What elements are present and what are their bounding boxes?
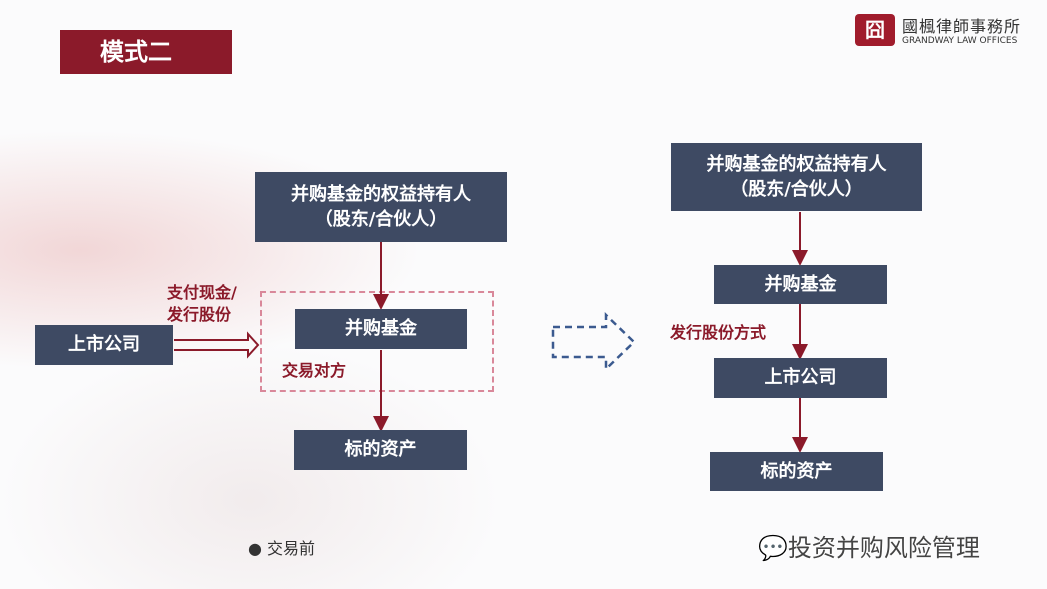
holder-line1: 并购基金的权益持有人 bbox=[291, 183, 471, 205]
slide-title: 模式二 bbox=[60, 30, 232, 74]
counterparty-label: 交易对方 bbox=[282, 361, 347, 380]
method-label: 发行股份方式 bbox=[670, 323, 767, 342]
firm-logo-icon: 囧 bbox=[855, 14, 895, 46]
firm-name-en: GRANDWAY LAW OFFICES bbox=[902, 36, 1018, 46]
before-holder-box: 并购基金的权益持有人 （股东/合伙人） bbox=[255, 172, 507, 242]
after-holder-box: 并购基金的权益持有人 （股东/合伙人） bbox=[671, 143, 922, 211]
after-asset-box: 标的资产 bbox=[710, 452, 883, 491]
holder-line2: （股东/合伙人） bbox=[314, 209, 448, 230]
watermark: 💬投资并购风险管理 bbox=[758, 528, 980, 563]
double-arrow-listed-fund bbox=[174, 331, 260, 359]
pay-label: 支付现金/发行股份 bbox=[167, 282, 237, 327]
transition-arrow bbox=[551, 312, 636, 372]
counterparty-boundary bbox=[260, 291, 494, 392]
holder-line1: 并购基金的权益持有人 bbox=[706, 153, 887, 175]
pay-line1: 支付现金/ bbox=[167, 283, 237, 302]
after-listed-box: 上市公司 bbox=[714, 358, 887, 398]
pay-line2: 发行股份 bbox=[167, 305, 232, 325]
before-listed-box: 上市公司 bbox=[35, 325, 173, 365]
holder-line2: （股东/合伙人） bbox=[730, 179, 863, 200]
bullet-before: ● 交易前 bbox=[248, 539, 316, 558]
after-fund-box: 并购基金 bbox=[714, 265, 887, 304]
bullet-before-text: 交易前 bbox=[267, 539, 316, 558]
watermark-text: 投资并购风险管理 bbox=[787, 534, 980, 562]
wechat-icon: 💬 bbox=[758, 534, 788, 562]
before-fund-box: 并购基金 bbox=[295, 309, 467, 349]
before-asset-box: 标的资产 bbox=[294, 430, 467, 470]
firm-name-cn: 國楓律師事務所 bbox=[902, 17, 1022, 36]
